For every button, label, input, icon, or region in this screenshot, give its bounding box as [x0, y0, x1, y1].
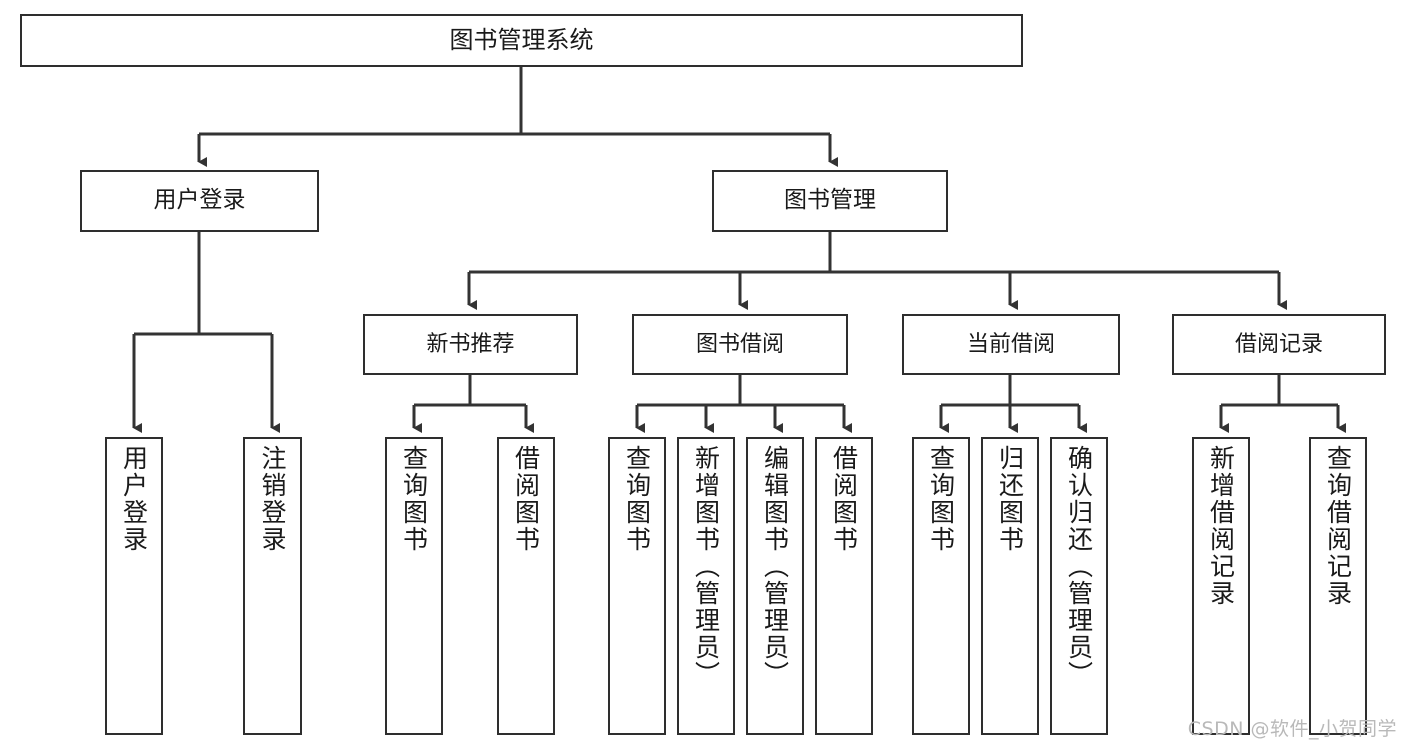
- watermark: CSDN @软件_小贺同学: [1187, 718, 1397, 740]
- leaf-user-login-signout[interactable]: 注销登录: [243, 437, 302, 735]
- node-label: 查询借阅记录: [1323, 445, 1353, 607]
- node-user-login[interactable]: 用户登录: [80, 170, 319, 232]
- node-label: 注销登录: [258, 445, 287, 553]
- node-label: 图书管理: [784, 187, 876, 214]
- node-label: 查询图书: [399, 445, 429, 553]
- leaf-current-query-book[interactable]: 查询图书: [912, 437, 970, 735]
- node-label: 归还图书: [995, 445, 1025, 553]
- node-label: 确认归还（管理员）: [1064, 445, 1094, 688]
- node-label: 图书借阅: [695, 331, 784, 357]
- leaf-borrow-query-book[interactable]: 查询图书: [608, 437, 666, 735]
- node-label: 查询图书: [622, 445, 652, 553]
- node-label: 借阅图书: [511, 445, 541, 553]
- leaf-recommend-borrow-book[interactable]: 借阅图书: [497, 437, 555, 735]
- node-label: 查询图书: [926, 445, 956, 553]
- node-label: 用户登录: [119, 445, 149, 553]
- node-root-book-management-system[interactable]: 图书管理系统: [20, 14, 1023, 67]
- node-label: 新增借阅记录: [1206, 445, 1236, 607]
- leaf-borrow-edit-book-admin[interactable]: 编辑图书（管理员）: [746, 437, 804, 735]
- leaf-recommend-query-book[interactable]: 查询图书: [385, 437, 443, 735]
- leaf-record-add-borrow-record[interactable]: 新增借阅记录: [1192, 437, 1250, 735]
- node-label: 图书管理系统: [449, 26, 594, 55]
- leaf-borrow-add-book-admin[interactable]: 新增图书（管理员）: [677, 437, 735, 735]
- node-new-book-recommend[interactable]: 新书推荐: [363, 314, 578, 375]
- node-label: 借阅图书: [829, 445, 859, 553]
- node-borrow-record[interactable]: 借阅记录: [1172, 314, 1386, 375]
- node-label: 当前借阅: [966, 331, 1055, 357]
- leaf-borrow-borrow-book[interactable]: 借阅图书: [815, 437, 873, 735]
- node-current-borrow[interactable]: 当前借阅: [902, 314, 1120, 375]
- leaf-current-return-book[interactable]: 归还图书: [981, 437, 1039, 735]
- node-book-borrow[interactable]: 图书借阅: [632, 314, 848, 375]
- leaf-current-confirm-return-admin[interactable]: 确认归还（管理员）: [1050, 437, 1108, 735]
- node-label: 编辑图书（管理员）: [760, 445, 790, 688]
- node-book-management[interactable]: 图书管理: [712, 170, 948, 232]
- leaf-user-login-signin[interactable]: 用户登录: [105, 437, 163, 735]
- node-label: 新书推荐: [426, 331, 515, 357]
- node-label: 借阅记录: [1234, 331, 1323, 357]
- node-label: 新增图书（管理员）: [691, 445, 721, 688]
- leaf-record-query-borrow-record[interactable]: 查询借阅记录: [1309, 437, 1367, 735]
- node-label: 用户登录: [153, 187, 246, 214]
